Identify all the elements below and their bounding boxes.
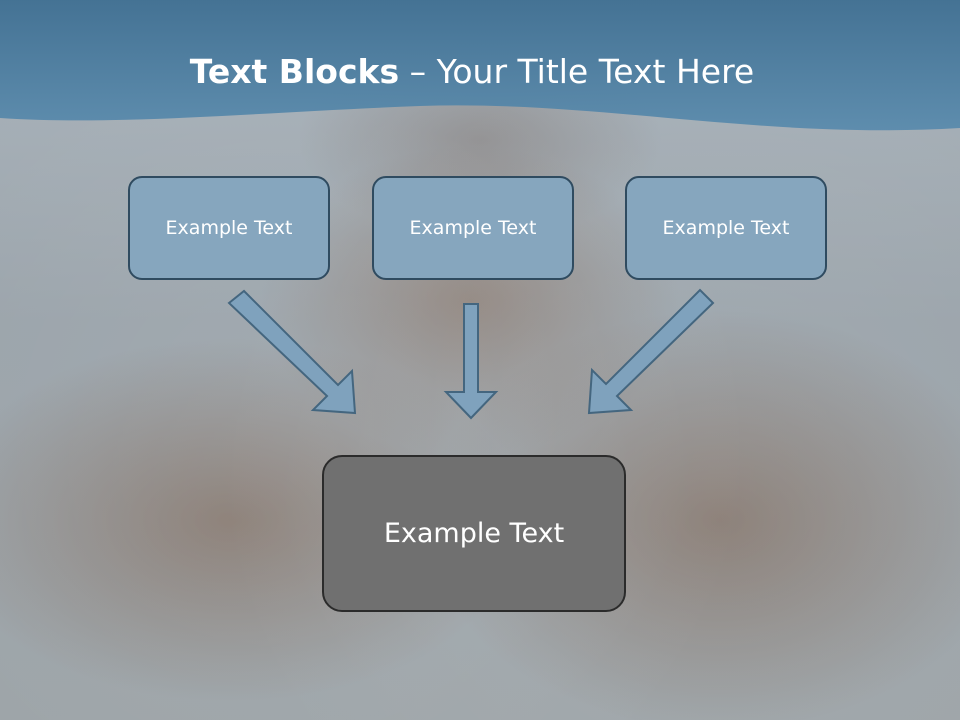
text-box-3-label: Example Text	[662, 217, 790, 239]
arrow-left	[227, 289, 357, 415]
text-box-1-label: Example Text	[165, 217, 293, 239]
title-rest: Your Title Text Here	[436, 52, 755, 91]
center-text-box[interactable]: Example Text	[322, 455, 626, 612]
title-separator: –	[399, 52, 437, 91]
title-bold: Text Blocks	[189, 52, 400, 91]
slide-title: Text Blocks – Your Title Text Here	[0, 52, 944, 91]
arrow-right	[587, 288, 715, 415]
text-box-3[interactable]: Example Text	[625, 176, 827, 280]
text-box-1[interactable]: Example Text	[128, 176, 330, 280]
center-text-box-label: Example Text	[383, 518, 565, 549]
title-banner	[0, 0, 960, 131]
text-box-2-label: Example Text	[409, 217, 537, 239]
text-box-2[interactable]: Example Text	[372, 176, 574, 280]
arrow-center	[443, 303, 499, 420]
